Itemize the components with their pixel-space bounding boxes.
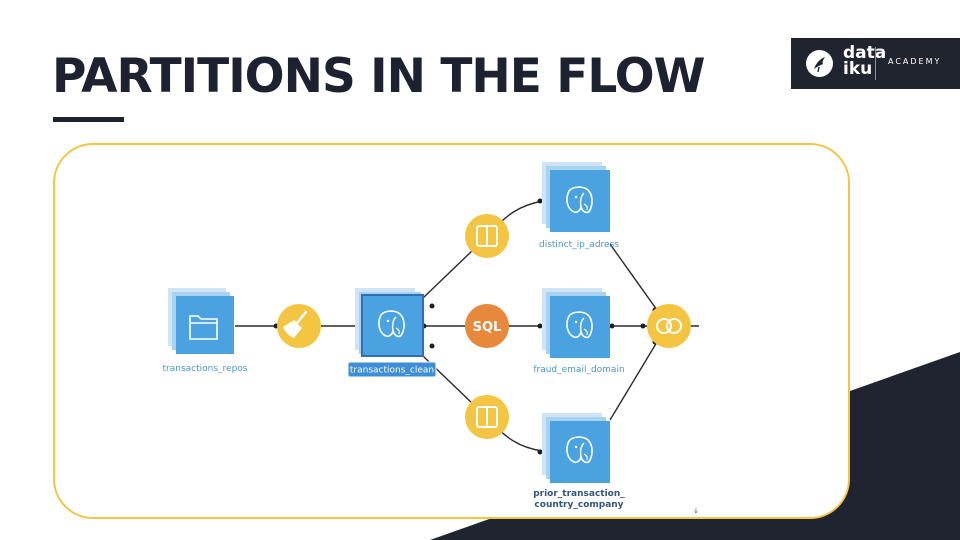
- sql-recipe-label: SQL: [473, 320, 502, 335]
- dataset-label-prior-transaction-line2: country_company: [534, 500, 623, 510]
- logo-word-iku: iku: [843, 59, 873, 79]
- dataset-transactions-clean[interactable]: transactions_clean: [347, 288, 437, 378]
- dataset-prior-transaction-country-company[interactable]: prior_transaction_ country_company: [533, 413, 625, 510]
- title-underline: [53, 117, 124, 122]
- join-icon: [656, 318, 682, 334]
- logo-separator: [875, 47, 876, 80]
- bird-icon: [806, 50, 833, 77]
- dataset-label-transactions-repos: transactions_repos: [163, 364, 248, 374]
- edge-clean-to-split-top: [422, 248, 475, 299]
- recipe-sql[interactable]: SQL: [465, 304, 509, 348]
- broom-icon: [283, 310, 308, 338]
- cursor-mark: ↓: [693, 507, 699, 515]
- dataiku-academy-logo: data iku ACADEMY: [791, 38, 960, 89]
- dataset-distinct-ip-adress[interactable]: distinct_ip_adress: [539, 162, 619, 250]
- dataset-transactions-repos[interactable]: transactions_repos: [163, 288, 248, 374]
- logo-academy-text: ACADEMY: [888, 57, 942, 66]
- page-title: PARTITIONS IN THE FLOW: [52, 49, 705, 104]
- folder-icon: [189, 315, 218, 340]
- edge-distinct-to-join: [609, 243, 658, 311]
- recipe-split-top[interactable]: [465, 214, 509, 258]
- split-icon: [476, 406, 498, 428]
- dataset-label-transactions-clean: transactions_clean: [350, 366, 434, 376]
- split-icon: [476, 225, 498, 247]
- recipe-join[interactable]: [647, 304, 691, 348]
- dataset-label-distinct-ip-adress: distinct_ip_adress: [539, 240, 619, 250]
- dataset-label-prior-transaction-line1: prior_transaction_: [533, 489, 625, 499]
- dataset-label-fraud-email-domain: fraud_email_domain: [533, 365, 624, 375]
- recipe-prepare[interactable]: [277, 304, 321, 348]
- recipe-split-bottom[interactable]: [465, 395, 509, 439]
- dataset-fraud-email-domain[interactable]: fraud_email_domain: [533, 288, 625, 375]
- edge-prior-to-join: [609, 341, 658, 421]
